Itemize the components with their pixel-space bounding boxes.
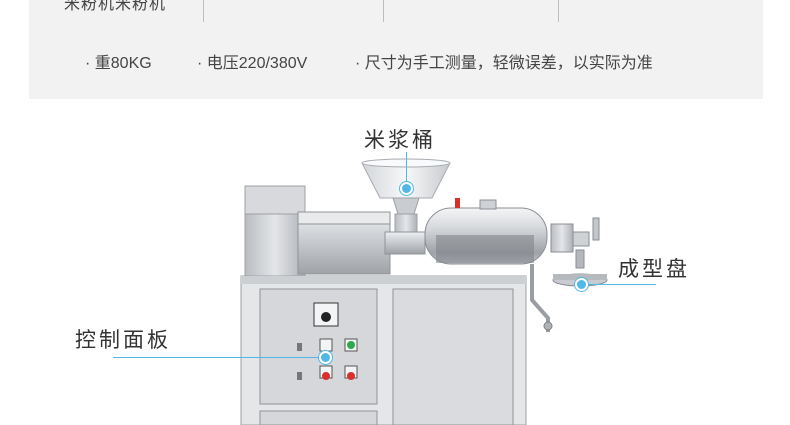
spec-divider	[203, 0, 204, 22]
motor-housing	[244, 185, 306, 287]
spec-top-text: 米粉机米粉机	[64, 0, 167, 13]
steam-tank	[424, 198, 590, 265]
spec-voltage: · 电压220/380V	[197, 55, 308, 72]
outlet-pipe	[530, 264, 553, 332]
callout-mold-line	[582, 284, 656, 285]
spec-divider	[558, 0, 559, 22]
callout-hopper-label: 米浆桶	[364, 129, 436, 152]
spec-divider	[383, 0, 384, 22]
base-cabinet	[240, 275, 527, 425]
callout-panel-dot	[319, 351, 332, 364]
spec-size-note: · 尺寸为手工测量，轻微误差，以实际为准	[355, 55, 653, 72]
callout-panel-label: 控制面板	[75, 329, 171, 352]
spec-panel: 米粉机米粉机 · 重80KG · 电压220/380V · 尺寸为手工测量，轻微…	[29, 0, 763, 99]
control-panel	[297, 302, 358, 380]
callout-hopper-line	[406, 152, 407, 186]
feed-tube	[384, 231, 426, 255]
extruder-housing	[297, 211, 391, 275]
callout-panel-line	[113, 357, 326, 358]
spec-weight: · 重80KG	[85, 55, 152, 72]
callout-mold-label: 成型盘	[618, 258, 690, 281]
callout-mold-dot	[575, 278, 588, 291]
callout-hopper-dot	[400, 182, 413, 195]
